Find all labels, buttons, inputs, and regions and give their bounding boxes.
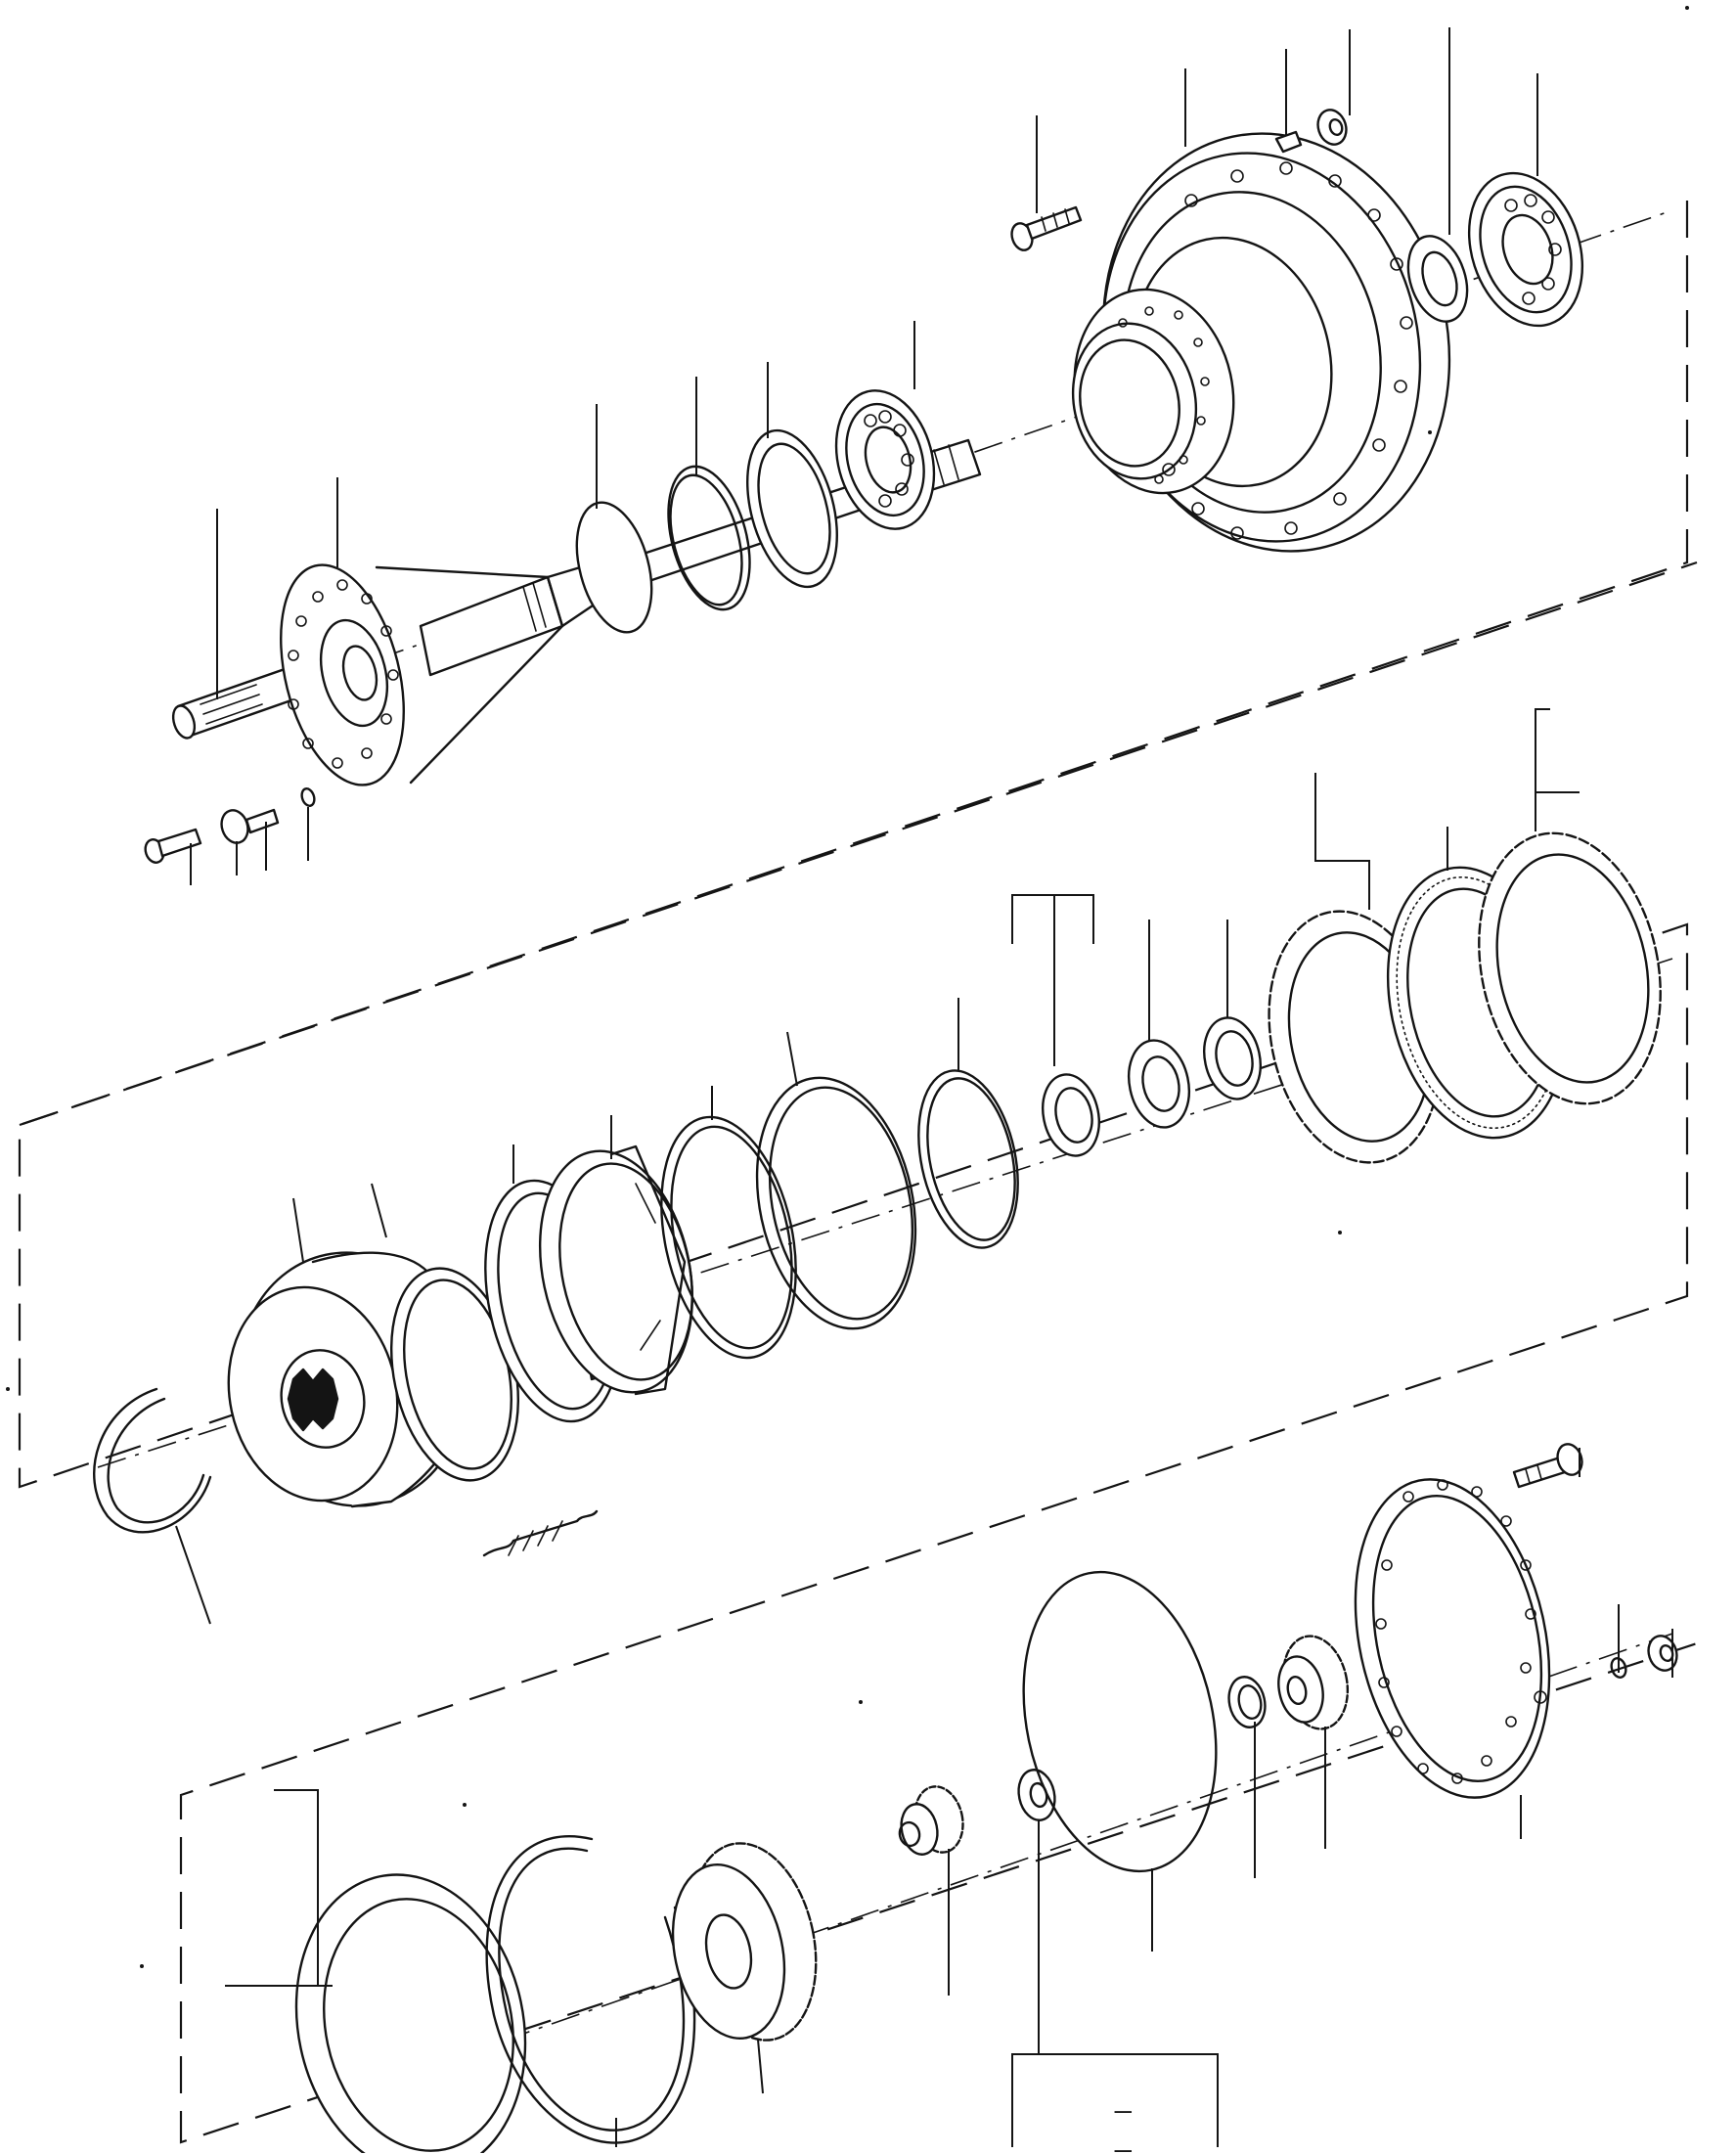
section-boundaries bbox=[18, 201, 1698, 2144]
castle-nut bbox=[1042, 1073, 1100, 1157]
cap-nut bbox=[1316, 109, 1348, 146]
callout-leaders-1 bbox=[216, 27, 1538, 699]
hub-bolt-holes bbox=[1118, 161, 1413, 540]
thrust-washer bbox=[1203, 1016, 1262, 1100]
plug bbox=[1274, 130, 1303, 154]
callout-box-bottom bbox=[1011, 1956, 1219, 2147]
snap-ring-inner bbox=[917, 1069, 1019, 1249]
clutch-housing bbox=[538, 1144, 694, 1396]
ring-gear bbox=[671, 1842, 818, 2042]
group-clutch-pack bbox=[93, 708, 1673, 1625]
large-thrust-ring bbox=[294, 1873, 527, 2153]
hub-bearing bbox=[1467, 171, 1584, 328]
sheet-mark-top: _ bbox=[1115, 2082, 1132, 2114]
o-ring-2 bbox=[667, 465, 751, 611]
retaining-ring bbox=[485, 1835, 696, 2144]
cover-bolt-holes bbox=[1375, 1479, 1536, 1784]
group-planetary bbox=[225, 1443, 1678, 2153]
planet-gear bbox=[898, 1785, 964, 1856]
flange-bolt-holes bbox=[288, 579, 399, 769]
adjuster-bolt-set bbox=[144, 787, 316, 885]
wheel-hub-housing bbox=[1071, 132, 1451, 553]
drain-seal bbox=[1610, 1657, 1627, 1679]
large-snap-ring bbox=[93, 1387, 212, 1534]
planet-washer bbox=[1017, 1769, 1056, 1821]
wheel-stud bbox=[1010, 205, 1083, 251]
spacer-ring bbox=[746, 428, 838, 589]
hub-cover bbox=[1354, 1478, 1551, 1799]
hub-seal bbox=[1406, 235, 1469, 323]
callout-brackets-2 bbox=[1011, 708, 1580, 1066]
clutch-ring-1 bbox=[660, 1115, 797, 1360]
callout-leaders-2 bbox=[292, 827, 1448, 1263]
cover-bolt bbox=[1512, 1443, 1583, 1489]
return-spring bbox=[482, 1509, 599, 1557]
group-output-shaft bbox=[144, 27, 1673, 885]
callout-leaders-3 bbox=[615, 1448, 1673, 2147]
sun-gear-circlip bbox=[1227, 1676, 1267, 1728]
lock-washer bbox=[1128, 1039, 1190, 1129]
outer-disc-2 bbox=[1478, 831, 1662, 1105]
shaft-flange bbox=[280, 563, 564, 786]
cover-o-ring bbox=[1022, 1570, 1218, 1873]
o-ring-1 bbox=[575, 501, 653, 634]
clutch-ring-2 bbox=[755, 1076, 917, 1330]
drain-plug bbox=[1647, 1635, 1678, 1672]
sheet-mark-bottom: _ bbox=[1115, 2121, 1132, 2153]
shaft-bearing bbox=[834, 389, 936, 530]
callout-brackets-3 bbox=[225, 1789, 333, 1987]
sun-gear bbox=[1277, 1635, 1350, 1730]
